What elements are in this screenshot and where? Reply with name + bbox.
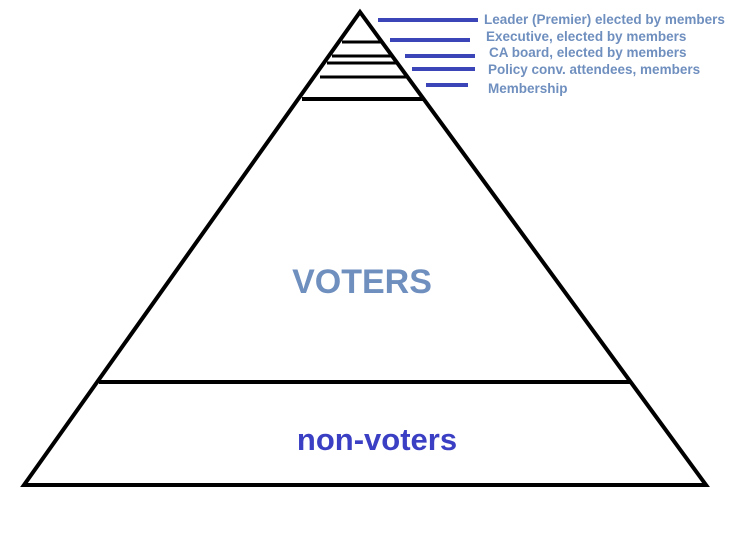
level-label-executive: Executive, elected by members bbox=[486, 29, 686, 44]
nonvoters-label: non-voters bbox=[297, 422, 457, 457]
level-label-policy-conv: Policy conv. attendees, members bbox=[488, 62, 700, 77]
voters-label: VOTERS bbox=[292, 263, 432, 301]
level-label-membership: Membership bbox=[488, 81, 568, 96]
level-label-ca-board: CA board, elected by members bbox=[489, 45, 687, 60]
level-label-leader: Leader (Premier) elected by members bbox=[484, 12, 725, 27]
pyramid-outline bbox=[20, 8, 710, 487]
